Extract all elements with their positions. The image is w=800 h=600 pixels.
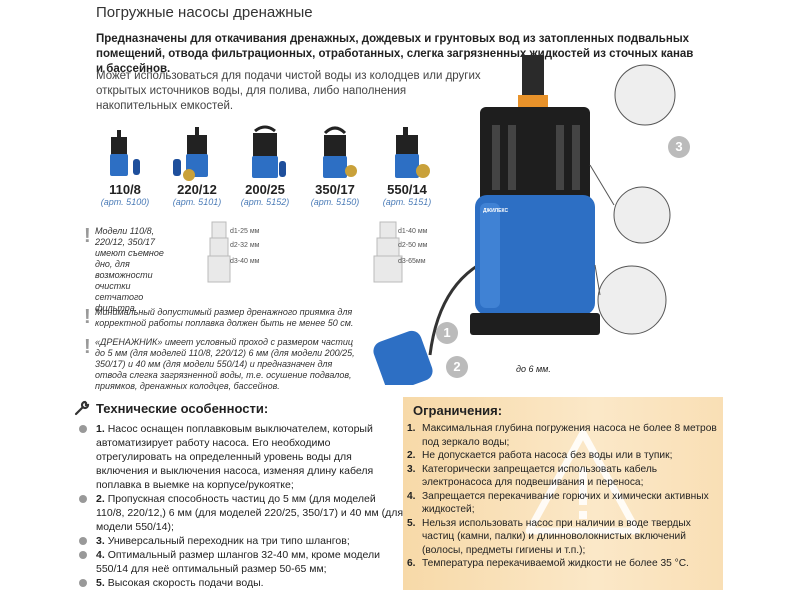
model-card: 550/14 (арт. 5151) [377,125,437,207]
list-item: 3. Универсальный переходник на три типо … [74,534,404,548]
exclamation-icon: ! [84,306,91,328]
tech-list: 1. Насос оснащен поплавковым выключателе… [74,422,404,590]
adapter-dim: d1-40 мм [398,228,428,235]
note-pit-size: ! Минимальный допустимый размер дренажно… [84,306,354,328]
list-item: 5. Высокая скорость подачи воды. [74,576,404,590]
bullet-icon [79,579,87,587]
exclamation-icon: ! [84,336,91,358]
bullet-icon [79,537,87,545]
callout-2: 2 [446,356,468,378]
list-item: 4. Оптимальный размер шлангов 32-40 мм, … [74,548,404,576]
model-name: 220/12 [177,182,217,197]
exclamation-icon: ! [84,225,91,247]
list-item: 1. Насос оснащен поплавковым выключателе… [74,422,404,492]
brand-label: ДЖИЛЕКС [483,208,509,214]
pump-thumbnail [235,125,295,183]
usage-text: Может использоваться для подачи чистой в… [96,70,481,112]
model-article: (арт. 5151) [382,197,432,207]
adapter-dim: d1-25 мм [230,228,260,235]
model-card: 110/8 (арт. 5100) [95,125,155,207]
model-article: (арт. 5152) [240,197,290,207]
bullet-icon [79,425,87,433]
model-name: 550/14 [387,182,427,197]
callout-1: 1 [436,322,458,344]
list-item: 2. Пропускная способность частиц до 5 мм… [74,492,404,534]
pump-thumbnail [305,125,365,183]
wrench-icon [74,400,90,416]
adapter-dim: d2-50 мм [398,242,428,249]
model-article: (арт. 5150) [310,197,360,207]
list-item: 1.Максимальная глубина погружения насоса… [407,423,717,448]
model-article: (арт. 5101) [172,197,222,207]
pump-thumbnail [95,125,155,183]
pump-illustration [373,55,676,385]
pump-thumbnail [377,125,437,183]
note-particles: ! «ДРЕНАЖНИК» имеет условный проход с ра… [84,336,355,391]
adapter-left-icon [207,221,231,283]
callout-3: 3 [668,136,690,158]
adapter-dim: d3-40 мм [230,258,260,265]
limitations-heading: Ограничения: [413,403,503,418]
pump-thumbnail [167,125,227,183]
bullet-icon [79,551,87,559]
adapter-dim: d3-65мм [398,258,426,265]
list-item: 2.Не допускается работа насоса без воды … [407,450,673,461]
particle-size-label: до 6 мм. [516,364,551,374]
model-card: 200/25 (арт. 5152) [235,125,295,207]
limitations-panel: Ограничения: 1.Максимальная глубина погр… [403,397,723,590]
model-name: 350/17 [315,182,355,197]
note-removable-bottom: ! Модели 110/8, 220/12, 350/17 имеют съе… [84,225,164,313]
model-name: 110/8 [109,182,141,197]
limitations-list: 1.Максимальная глубина погружения насоса… [407,422,719,571]
bullet-icon [79,495,87,503]
model-name: 200/25 [245,182,285,197]
warning-icon [525,429,641,535]
list-item: 5.Нельзя использовать насос при наличии … [407,517,691,556]
adapter-dim: d2-32 мм [230,242,260,249]
list-item: 4.Запрещается перекачивание горючих и хи… [407,490,709,516]
intro-text: Предназначены для откачивания дренажных,… [96,33,694,75]
adapter-right-icon [373,221,403,283]
tech-heading: Технические особенности: [96,401,269,416]
list-item: 3.Категорически запрещается использовать… [407,463,658,489]
model-article: (арт. 5100) [100,197,150,207]
models-row: 110/8 (арт. 5100) 220/12 (арт. 5101) 200… [95,125,450,220]
model-card: 350/17 (арт. 5150) [305,125,365,207]
adapter-diagrams: d1-25 мм d2-32 мм d3-40 мм d1-40 мм d2-5… [200,220,430,290]
list-item: 6.Температура перекачиваемой жидкости не… [407,558,689,569]
page-title: Погружные насосы дренажные [96,4,313,21]
model-card: 220/12 (арт. 5101) [167,125,227,207]
